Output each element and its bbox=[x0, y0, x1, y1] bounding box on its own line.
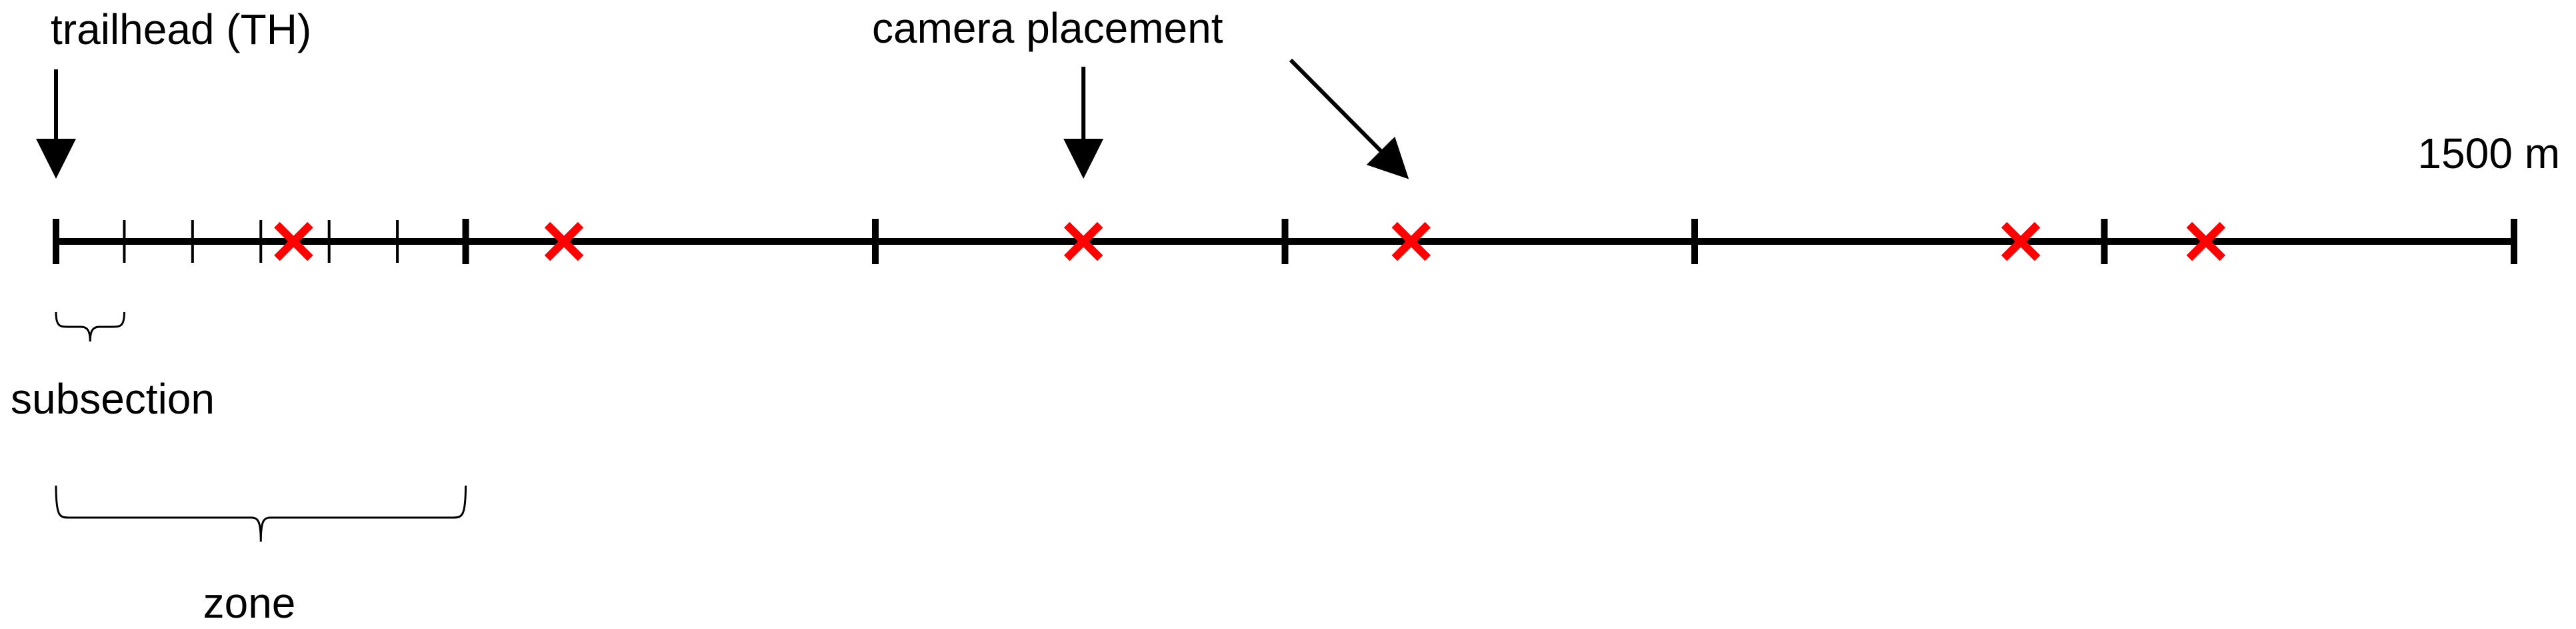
subsection-brace bbox=[55, 311, 125, 342]
trailhead-label: trailhead (TH) bbox=[51, 5, 311, 53]
camera-marker bbox=[274, 221, 313, 261]
camera-marker-stroke bbox=[544, 221, 584, 261]
camera-placement-arrows bbox=[1063, 58, 1409, 179]
camera-marker-stroke bbox=[1391, 221, 1431, 261]
camera-marker-stroke bbox=[1063, 221, 1103, 261]
camera-marker bbox=[544, 221, 584, 261]
end-distance-label: 1500 m bbox=[2418, 129, 2560, 177]
subsection-ticks bbox=[123, 220, 399, 263]
camera-marker-stroke bbox=[2186, 221, 2226, 261]
camera-marker bbox=[1391, 221, 1431, 261]
camera-marker bbox=[2186, 221, 2226, 261]
zone-boundary-ticks bbox=[53, 219, 2517, 264]
zone-label: zone bbox=[203, 579, 296, 627]
camera-marker bbox=[2001, 221, 2041, 261]
camera-markers bbox=[274, 221, 2226, 261]
camera-marker-stroke bbox=[2001, 221, 2041, 261]
camera-marker bbox=[1063, 221, 1103, 261]
zone-brace bbox=[55, 485, 467, 542]
camera-arrow bbox=[1289, 58, 1409, 179]
camera-placement-label: camera placement bbox=[872, 4, 1223, 52]
camera-marker-stroke bbox=[274, 221, 313, 261]
subsection-label: subsection bbox=[11, 375, 215, 423]
